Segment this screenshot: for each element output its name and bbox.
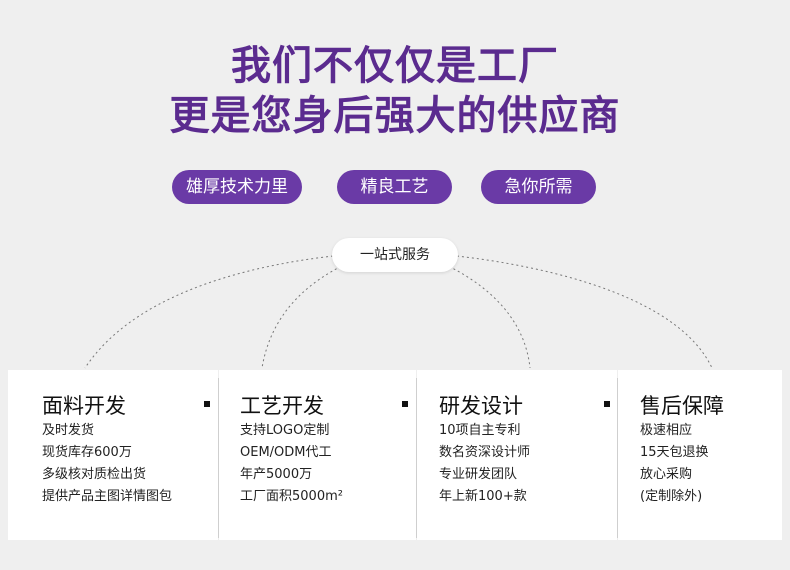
card-divider: [218, 378, 219, 538]
card-line: 专业研发团队: [439, 467, 518, 482]
card-title: 研发设计: [439, 394, 523, 418]
card-line: 数名资深设计师: [439, 445, 531, 460]
card-title: 工艺开发: [240, 394, 324, 418]
card-lines: 支持LOGO定制 OEM/ODM代工 年产5000万 工厂面积5000m²: [240, 420, 343, 508]
card-line: 提供产品主图详情图包: [42, 489, 173, 504]
card-line: 现货库存600万: [42, 445, 132, 460]
card-divider: [617, 378, 618, 538]
headline-line-2: 更是您身后强大的供应商: [169, 93, 621, 139]
bullet-square-icon: [204, 401, 210, 407]
card-line: 15天包退换: [640, 445, 709, 460]
card-line: 多级核对质检出货: [42, 467, 147, 482]
card-fabric-development: 面料开发 及时发货 现货库存600万 多级核对质检出货 提供产品主图详情图包: [8, 370, 218, 540]
card-lines: 及时发货 现货库存600万 多级核对质检出货 提供产品主图详情图包: [42, 420, 172, 508]
connector-arc-2: [261, 261, 351, 369]
connector-arc-1: [84, 255, 334, 369]
headline-line-1: 我们不仅仅是工厂: [231, 43, 559, 89]
card-title: 售后保障: [640, 394, 724, 418]
feature-pill-craft: 精良工艺: [337, 170, 452, 204]
one-stop-service-label: 一站式服务: [332, 238, 458, 272]
card-after-sales: 售后保障 极速相应 15天包退换 放心采购 (定制除外): [618, 370, 782, 540]
bullet-square-icon: [402, 401, 408, 407]
card-line: (定制除外): [640, 489, 703, 504]
connector-arc-4: [456, 255, 713, 369]
feature-pill-urgent: 急你所需: [481, 170, 596, 204]
card-title: 面料开发: [42, 394, 126, 418]
card-line: 工厂面积5000m²: [240, 489, 343, 504]
card-line: 极速相应: [640, 423, 693, 438]
bullet-square-icon: [604, 401, 610, 407]
card-line: 支持LOGO定制: [240, 423, 330, 438]
card-line: OEM/ODM代工: [240, 445, 332, 460]
card-line: 年产5000万: [240, 467, 313, 482]
card-lines: 极速相应 15天包退换 放心采购 (定制除外): [640, 420, 709, 508]
card-divider: [416, 378, 417, 538]
card-line: 10项自主专利: [439, 423, 521, 438]
card-line: 年上新100+款: [439, 489, 527, 504]
feature-pill-technology: 雄厚技术力里: [172, 170, 302, 204]
card-rnd-design: 研发设计 10项自主专利 数名资深设计师 专业研发团队 年上新100+款: [417, 370, 617, 540]
card-line: 及时发货: [42, 423, 95, 438]
connector-arc-3: [439, 261, 531, 369]
card-line: 放心采购: [640, 467, 693, 482]
card-lines: 10项自主专利 数名资深设计师 专业研发团队 年上新100+款: [439, 420, 530, 508]
card-craft-development: 工艺开发 支持LOGO定制 OEM/ODM代工 年产5000万 工厂面积5000…: [219, 370, 416, 540]
